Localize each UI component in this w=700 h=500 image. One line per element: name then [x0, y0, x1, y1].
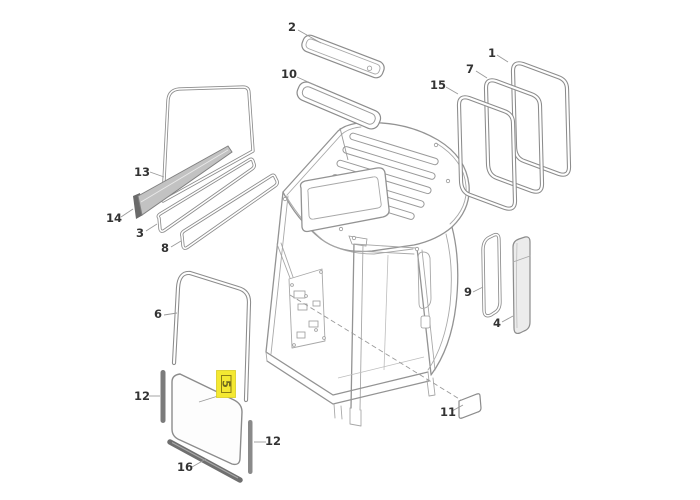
part-15-door-window-inner: 15 [430, 78, 518, 211]
part-label-12-right[interactable]: 12 [265, 434, 281, 448]
part-label-16[interactable]: 16 [177, 460, 193, 474]
part-9-quarter-seal: 9 [464, 232, 502, 318]
roof-bolts [282, 142, 451, 252]
part-label-7[interactable]: 7 [466, 62, 474, 76]
part-4-quarter-glass: 4 [493, 236, 531, 335]
part-2-roof-glass: 2 [288, 20, 385, 79]
interior-floor-line [337, 356, 425, 379]
sunroof-opening-inner [307, 176, 382, 220]
part-label-14[interactable]: 14 [106, 211, 122, 225]
leader-4 [501, 315, 514, 323]
door-jamb [416, 247, 432, 375]
part-14-glass-channel: 14 [106, 145, 233, 225]
leader-14 [120, 208, 134, 218]
sill-lower [266, 360, 430, 405]
door-jamb-inner [421, 249, 436, 371]
part-label-15[interactable]: 15 [430, 78, 446, 92]
part-6-front-window-frame: 6 [154, 270, 252, 403]
part-16-bottom-strip: 16 [167, 439, 243, 483]
part-5-highlight-callout[interactable]: 5 [198, 370, 236, 403]
leader-1 [496, 54, 509, 63]
reference-dashed-line [289, 294, 462, 401]
left-window-opening [288, 268, 326, 349]
sill-ends [265, 351, 430, 382]
part-12-side-strip-left: 12 [134, 370, 166, 423]
leader-7 [475, 70, 488, 79]
leader-8 [170, 240, 182, 248]
part-label-8[interactable]: 8 [161, 241, 169, 255]
center-pillar-inner [359, 243, 364, 411]
part-12-side-strip-right: 12 [248, 420, 281, 474]
leader-2 [297, 29, 322, 44]
leader-15 [445, 86, 459, 95]
front-left-pillar [265, 191, 284, 353]
part-label-2[interactable]: 2 [288, 20, 296, 34]
part-3-seal-strip: 3 [136, 157, 256, 240]
leader-13 [149, 171, 165, 178]
front-left-pillar-inner [270, 195, 289, 355]
leader-16 [191, 458, 207, 468]
part-1-door-window-outer: 1 [488, 46, 572, 177]
part-label-10[interactable]: 10 [281, 67, 297, 81]
interior-rear-pillar [383, 254, 389, 371]
rear-right-edge-inner [427, 233, 452, 371]
leader-3 [145, 223, 158, 232]
cab-feet [333, 377, 436, 427]
part-label-5[interactable]: 5 [220, 380, 233, 388]
part-7-door-window-middle: 7 [466, 62, 545, 194]
part-10-roof-seal: 10 [281, 67, 382, 161]
corner-brace [276, 242, 294, 279]
quarter-window-slot [417, 251, 432, 309]
part-label-9[interactable]: 9 [464, 285, 472, 299]
front-header-line [353, 243, 417, 255]
sill-outer [265, 351, 429, 396]
leader-10 [296, 76, 318, 87]
part-13-side-window-glass: 13 [134, 85, 255, 203]
rear-right-edge [430, 226, 459, 376]
cab-assembly [265, 121, 470, 427]
left-window-brackets [290, 270, 326, 347]
part-label-4[interactable]: 4 [493, 316, 501, 330]
leader-11 [451, 404, 464, 412]
cab-roof-right-inner-edge [435, 142, 467, 225]
leader-6 [163, 312, 178, 316]
leader-9 [472, 286, 484, 293]
part-label-6[interactable]: 6 [154, 307, 162, 321]
part-8-seal-strip: 8 [161, 173, 279, 255]
leader-5 [198, 395, 219, 403]
cab-roof-inner-edge [286, 126, 362, 196]
part-label-12-left[interactable]: 12 [134, 389, 150, 403]
quarter-latch [420, 315, 431, 329]
part-label-3[interactable]: 3 [136, 226, 144, 240]
part-11-cover-plate: 11 [440, 393, 482, 419]
center-pillar [350, 241, 355, 409]
part-label-11[interactable]: 11 [440, 405, 456, 419]
sunroof-opening-outer [299, 167, 390, 233]
leader-10-to-roof [339, 127, 349, 161]
part-label-13[interactable]: 13 [134, 165, 150, 179]
part-label-1[interactable]: 1 [488, 46, 496, 60]
